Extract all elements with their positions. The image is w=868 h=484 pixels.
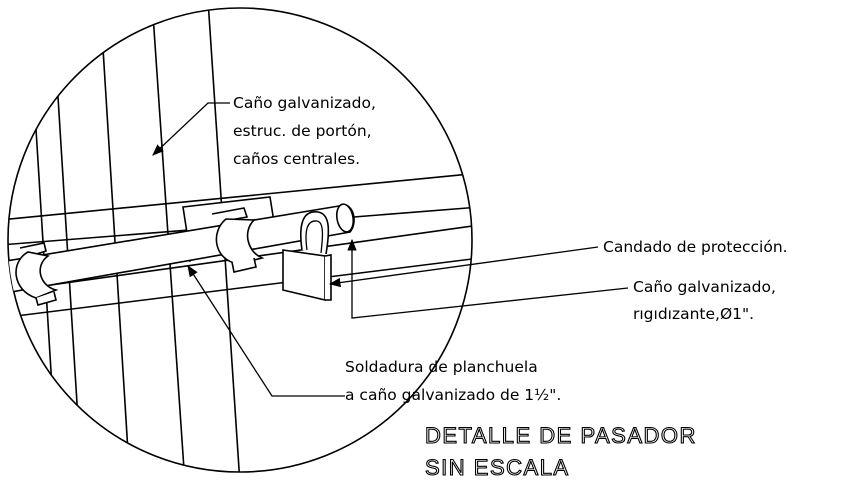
note-soldadura-line1: Soldadura de planchuela (345, 358, 538, 376)
left-clamp (15, 242, 59, 306)
note-cano-estructura-line1: Caño galvanizado, (233, 94, 376, 112)
note-cano-rigidizante-line1: Caño galvanizado, (633, 278, 776, 296)
padlock (282, 211, 332, 302)
note-cano-rigidizante-line2: rıgıdızante,Ø1". (633, 305, 754, 323)
note-cano-estructura-line3: caños centrales. (233, 150, 360, 168)
title-line2: SIN ESCALA (425, 455, 570, 480)
note-cano-estructura-line2: estruc. de portón, (233, 122, 372, 140)
note-cano-rigidizante: Caño galvanizado, rıgıdızante,Ø1". (633, 278, 776, 323)
note-soldadura: Soldadura de planchuela a caño galvaniza… (345, 358, 561, 404)
sliding-pin (8, 203, 355, 295)
middle-clamp (211, 207, 265, 273)
title-line1: DETALLE DE PASADOR (425, 423, 697, 448)
note-cano-estructura: Caño galvanizado, estruc. de portón, cañ… (233, 94, 376, 168)
note-candado: Candado de protección. (603, 238, 788, 256)
note-soldadura-line2: a caño galvanizado de 1½". (345, 386, 561, 404)
detail-contents (8, 8, 472, 472)
leader-lines (152, 102, 629, 397)
drawing-title: DETALLE DE PASADOR SIN ESCALA (424, 422, 697, 480)
